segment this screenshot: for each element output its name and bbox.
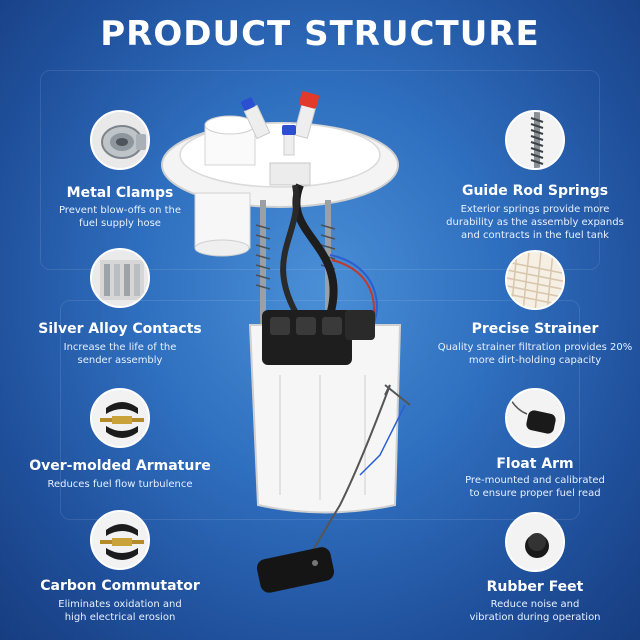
background-panel xyxy=(60,300,580,520)
feature-title: Guide Rod Springs xyxy=(461,183,609,199)
feature-description: Increase the life of the sender assembly xyxy=(63,342,177,366)
background-panel xyxy=(40,70,600,270)
strainer-icon xyxy=(505,250,565,310)
feature-description: Prevent blow-offs on the fuel supply hos… xyxy=(58,205,182,229)
feature-title: Over-molded Armature xyxy=(29,458,211,474)
feature-carbon-commutator: Carbon Commutator Eliminates oxidation a… xyxy=(15,510,225,635)
feature-description: Eliminates oxidation and high electrical… xyxy=(58,599,182,623)
feature-float-arm: Float Arm Pre-mounted and calibrated to … xyxy=(430,388,640,503)
feature-guide-rod-springs: Guide Rod Springs Exterior springs provi… xyxy=(430,110,640,245)
feature-title: Float Arm xyxy=(496,456,574,472)
feature-title: Precise Strainer xyxy=(471,321,599,337)
fuel-pump-assembly-illustration xyxy=(150,85,490,640)
feature-title: Rubber Feet xyxy=(486,579,584,595)
feature-title: Metal Clamps xyxy=(66,185,174,201)
feature-metal-clamps: Metal Clamps Prevent blow-offs on the fu… xyxy=(15,110,225,230)
float-arm-icon xyxy=(505,388,565,448)
feature-precise-strainer: Precise Strainer Quality strainer filtra… xyxy=(430,250,640,370)
metal-clamp-icon xyxy=(90,110,150,170)
commutator-icon xyxy=(90,510,150,570)
rubber-feet-icon xyxy=(505,512,565,572)
silver-alloy-contacts-icon xyxy=(90,248,150,308)
feature-description: Reduces fuel flow turbulence xyxy=(47,479,193,490)
guide-rod-spring-icon xyxy=(505,110,565,170)
feature-description: Pre-mounted and calibrated to ensure pro… xyxy=(465,475,605,499)
page-title: PRODUCT STRUCTURE xyxy=(100,14,540,54)
feature-title: Silver Alloy Contacts xyxy=(38,321,202,337)
feature-description: Reduce noise and vibration during operat… xyxy=(469,599,601,623)
feature-description: Exterior springs provide more durability… xyxy=(446,204,624,241)
armature-icon xyxy=(90,388,150,448)
feature-description: Quality strainer filtration provides 20%… xyxy=(437,342,633,366)
feature-rubber-feet: Rubber Feet Reduce noise and vibration d… xyxy=(430,512,640,632)
feature-silver-alloy-contacts: Silver Alloy Contacts Increase the life … xyxy=(15,248,225,368)
feature-title: Carbon Commutator xyxy=(40,578,200,594)
feature-over-molded-armature: Over-molded Armature Reduces fuel flow t… xyxy=(15,388,225,498)
